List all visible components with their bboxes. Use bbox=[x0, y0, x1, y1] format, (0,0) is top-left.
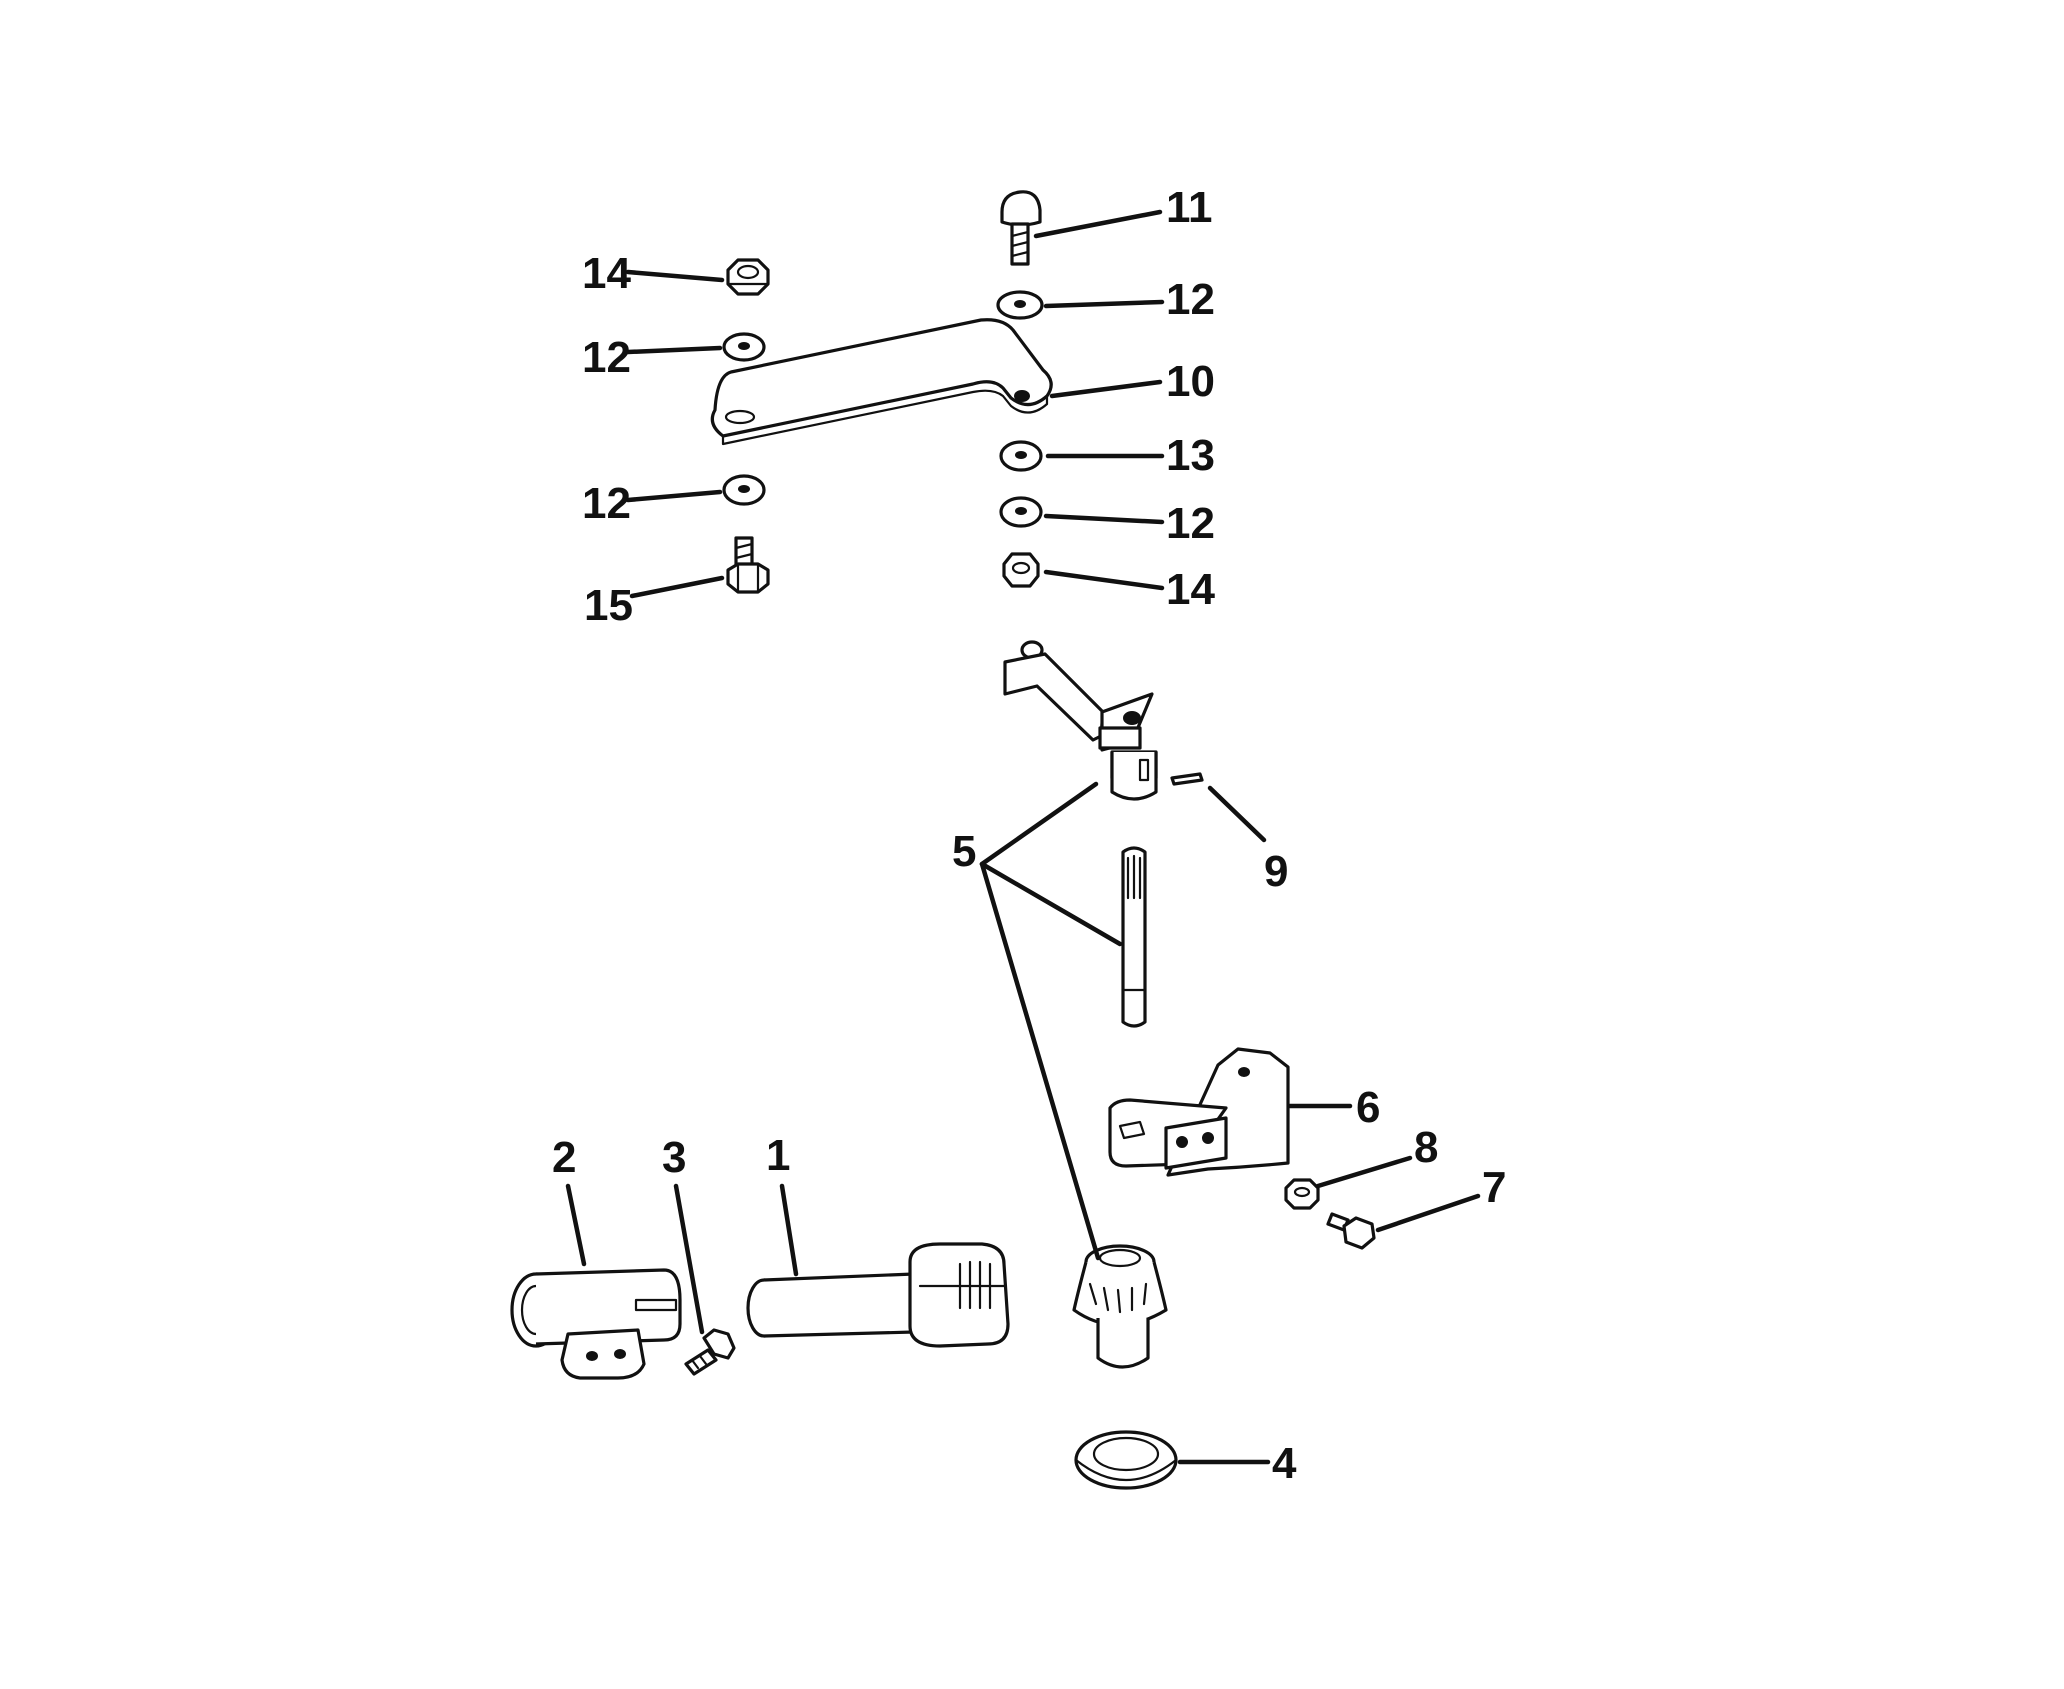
leader-11 bbox=[1033, 209, 1163, 239]
part-6-bracket bbox=[1108, 1047, 1290, 1177]
callout-12: 12 bbox=[1166, 499, 1215, 548]
callout-7: 7 bbox=[1482, 1163, 1506, 1212]
part-2-sleeve-bracket bbox=[510, 1268, 682, 1380]
part-5-splined-shaft bbox=[1121, 846, 1147, 1028]
callout-14: 14 bbox=[1166, 565, 1215, 614]
leader-3 bbox=[673, 1183, 705, 1335]
callout-1: 1 bbox=[766, 1131, 790, 1180]
part-12-washer-lower-right bbox=[999, 496, 1043, 528]
leader-12-upper-right bbox=[1043, 299, 1165, 309]
callout-13: 13 bbox=[1166, 431, 1215, 480]
leader-lines bbox=[565, 209, 1481, 1465]
leader-5-to-shaft bbox=[979, 861, 1123, 947]
part-8-nut bbox=[1284, 1178, 1320, 1210]
leader-10 bbox=[1049, 379, 1163, 399]
leader-8 bbox=[1315, 1155, 1413, 1189]
part-12-washer-lower-left bbox=[722, 474, 766, 506]
leader-12-lower-right bbox=[1043, 513, 1165, 525]
part-1-drive-shaft bbox=[746, 1242, 1010, 1348]
callout-12: 12 bbox=[582, 479, 631, 528]
leader-5-to-gear bbox=[979, 861, 1101, 1261]
callout-14: 14 bbox=[582, 249, 631, 298]
callout-12: 12 bbox=[582, 333, 631, 382]
callout-12: 12 bbox=[1166, 275, 1215, 324]
part-5-lever-bracket bbox=[1003, 640, 1158, 801]
leader-2 bbox=[565, 1183, 587, 1267]
part-14-nut-right bbox=[1002, 552, 1040, 588]
callout-3: 3 bbox=[662, 1133, 686, 1182]
part-7-screw bbox=[1326, 1212, 1376, 1250]
leader-7 bbox=[1375, 1193, 1481, 1233]
leader-9 bbox=[1207, 785, 1267, 843]
callout-9: 9 bbox=[1264, 847, 1288, 896]
leader-14-upper-left bbox=[625, 269, 725, 283]
part-10-link-arm bbox=[710, 318, 1053, 446]
leader-5-to-bracket bbox=[979, 781, 1099, 867]
callout-labels: 11 12 14 12 10 13 12 12 14 15 5 9 6 8 7 … bbox=[552, 183, 1506, 1488]
callout-6: 6 bbox=[1356, 1083, 1380, 1132]
callout-8: 8 bbox=[1414, 1123, 1438, 1172]
leader-12-lower-left bbox=[625, 489, 723, 503]
part-13-washer bbox=[999, 440, 1043, 472]
part-3-screw bbox=[684, 1328, 736, 1376]
leader-14-right bbox=[1043, 569, 1165, 591]
callout-2: 2 bbox=[552, 1133, 576, 1182]
part-12-washer-upper-right bbox=[996, 290, 1044, 320]
part-15-bolt bbox=[726, 536, 770, 594]
part-12-washer-upper-left bbox=[722, 332, 766, 362]
part-9-key bbox=[1170, 772, 1204, 786]
leader-15 bbox=[629, 575, 725, 599]
callout-15: 15 bbox=[584, 581, 633, 630]
leader-1 bbox=[779, 1183, 799, 1277]
part-4-retaining-ring bbox=[1074, 1430, 1178, 1490]
callout-5: 5 bbox=[952, 827, 976, 876]
callout-4: 4 bbox=[1272, 1439, 1297, 1488]
leader-12-upper-left bbox=[625, 345, 723, 355]
callout-11: 11 bbox=[1166, 183, 1213, 232]
callout-10: 10 bbox=[1166, 357, 1215, 406]
part-11-bolt bbox=[1000, 190, 1042, 266]
part-14-locknut-upper-left bbox=[726, 258, 770, 296]
part-5-gear bbox=[1072, 1244, 1168, 1369]
